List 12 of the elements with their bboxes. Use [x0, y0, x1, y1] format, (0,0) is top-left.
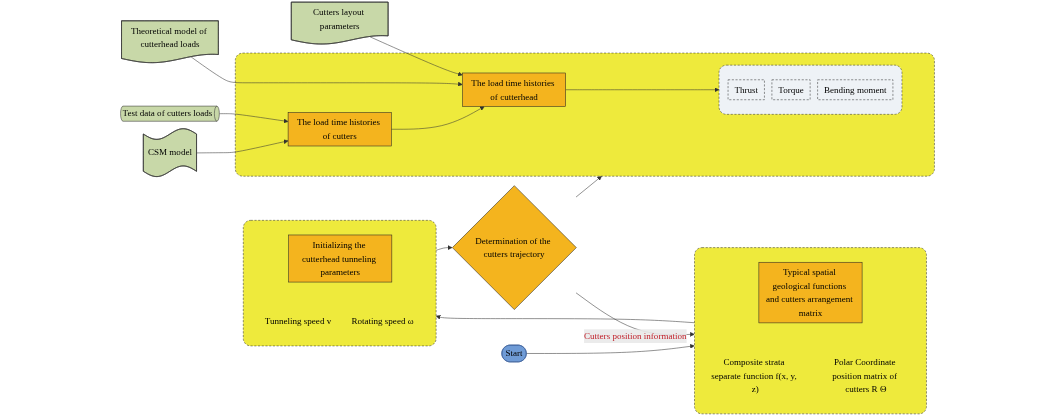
node-box: Typical spatial geological functions and cutters arrangement matrix	[758, 261, 863, 324]
node-box: Torque	[771, 79, 811, 100]
node-box: Bending moment	[817, 79, 894, 100]
node-text: Test data of cutters loads	[122, 108, 213, 119]
cluster	[718, 64, 903, 115]
node-diamond: Determination of the cutters trajectory	[452, 185, 577, 310]
node-box: Thrust	[727, 79, 765, 100]
node-box: Initializing the cutterhead tunneling parameters	[288, 234, 393, 283]
node-box: The load time histories of cutters	[287, 112, 392, 147]
cluster	[235, 52, 935, 177]
edge-label: Cutters position information	[584, 330, 687, 341]
node-box: The load time histories of cutterhead	[462, 72, 566, 107]
